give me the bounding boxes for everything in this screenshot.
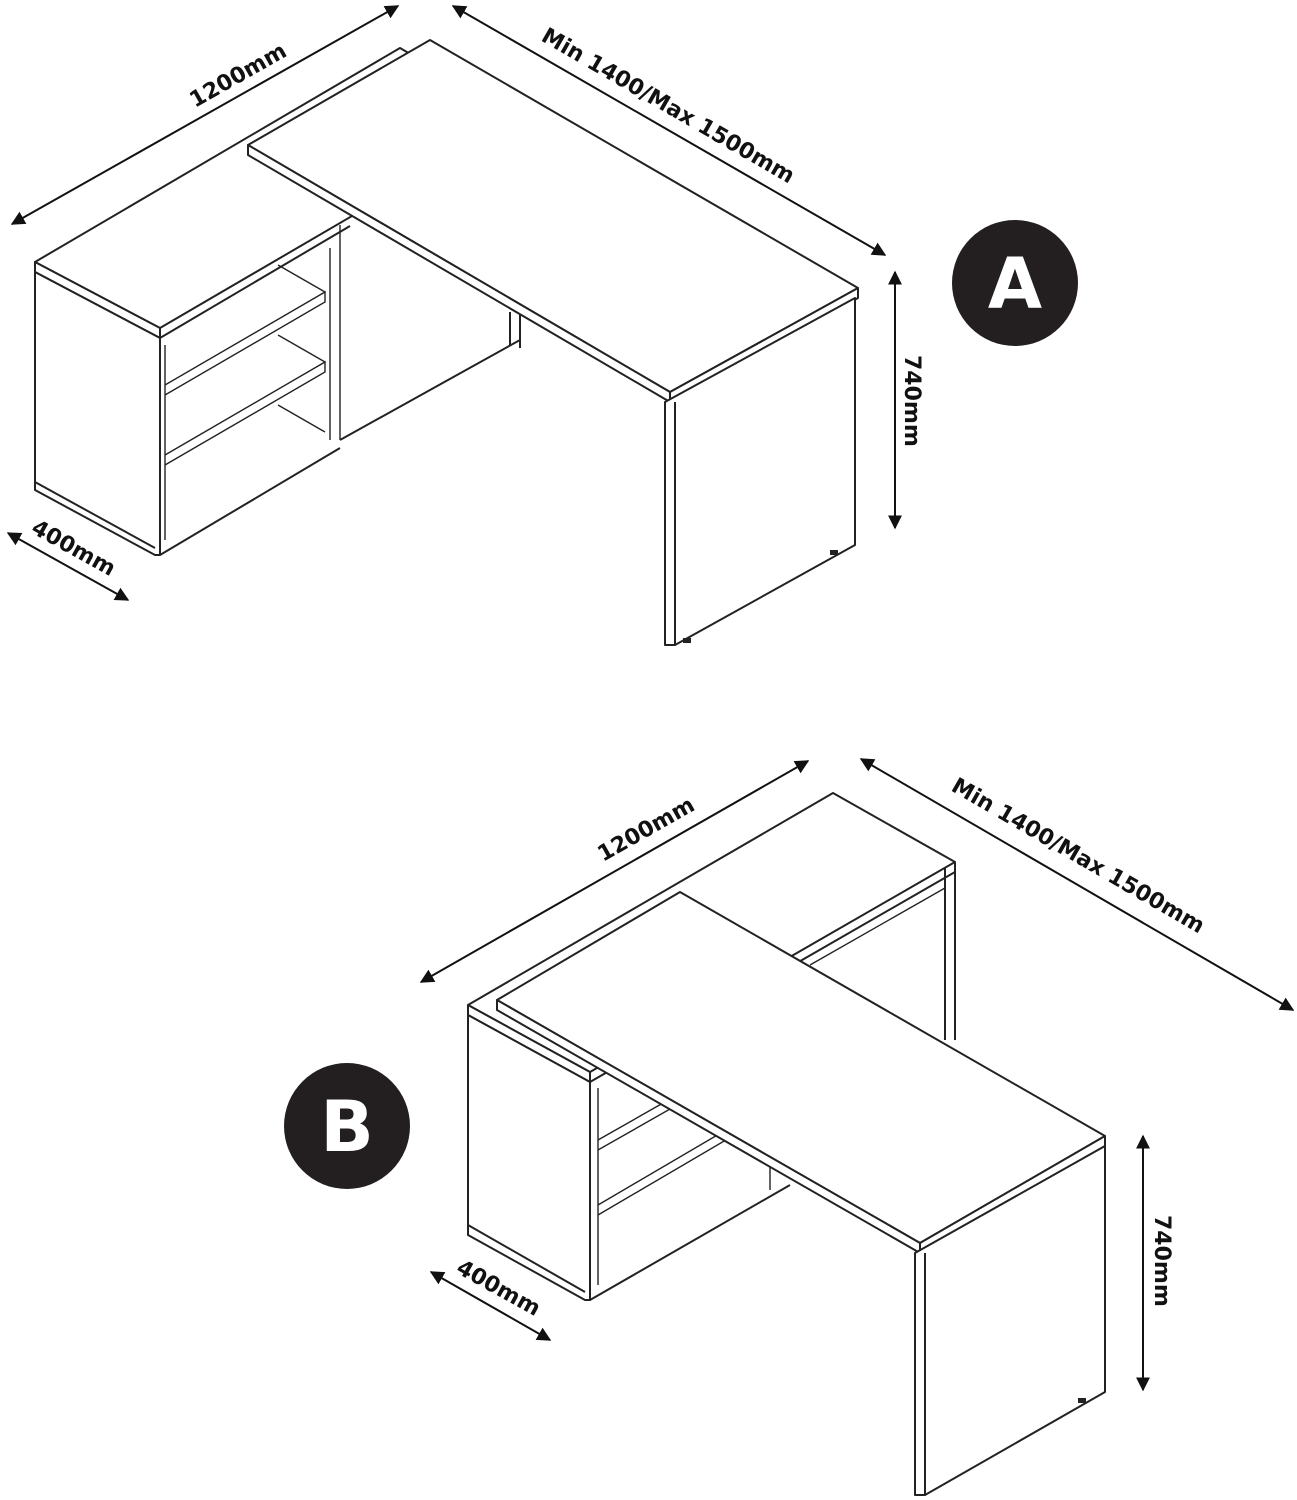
configuration-a: 1200mm Min 1400/Max 1500mm 740mm 400mm A xyxy=(6,5,1078,646)
svg-text:B: B xyxy=(320,1086,373,1168)
badge-b: B xyxy=(284,1063,410,1189)
dimension-label: 1200mm xyxy=(594,793,700,867)
svg-text:A: A xyxy=(988,243,1042,325)
dimension-height-b: 740mm xyxy=(1136,1134,1174,1392)
dimension-label: Min 1400/Max 1500mm xyxy=(947,774,1209,939)
configuration-b: 1200mm Min 1400/Max 1500mm 740mm 400mm B xyxy=(284,758,1295,1496)
dimension-desk-length-b: Min 1400/Max 1500mm xyxy=(859,758,1295,1011)
badge-a: A xyxy=(952,220,1078,346)
dimension-label: 740mm xyxy=(899,355,924,447)
dimension-height-a: 740mm xyxy=(888,270,924,530)
dimension-label: 740mm xyxy=(1149,1215,1174,1307)
